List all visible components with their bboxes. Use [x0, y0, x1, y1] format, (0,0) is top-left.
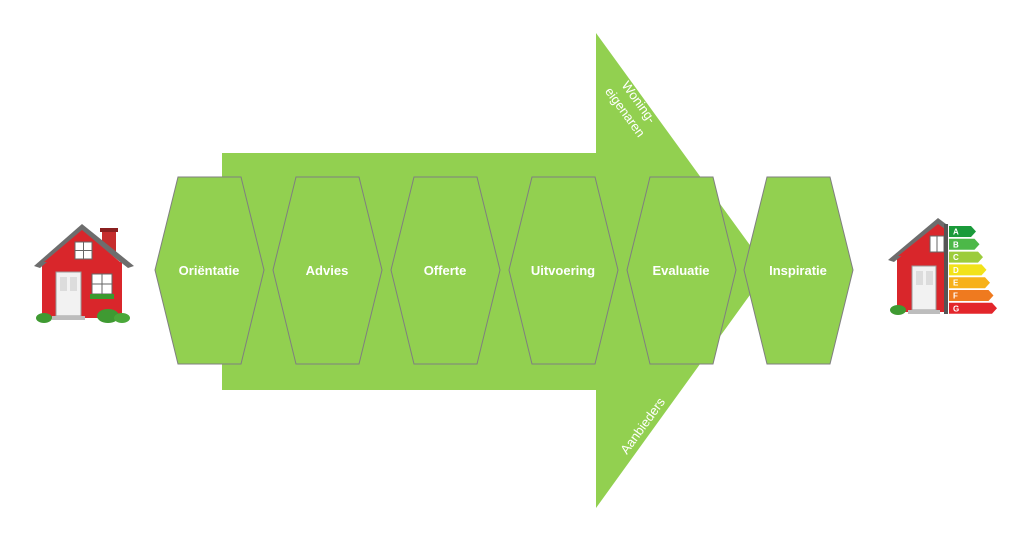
house-icon: [34, 224, 134, 323]
energy-class-f-letter: F: [953, 292, 958, 301]
step-offerte-label: Offerte: [424, 263, 467, 278]
step-evaluatie-label: Evaluatie: [652, 263, 709, 278]
energy-class-g-bar: [949, 302, 997, 314]
energy-class-b-bar: [949, 238, 980, 250]
step-inspiratie-label: Inspiratie: [769, 263, 827, 278]
step-offerte-hexagon: [390, 176, 501, 365]
energy-class-g-letter: G: [953, 304, 959, 313]
energy-class-e-letter: E: [953, 279, 959, 288]
energy-class-e-bar: [949, 277, 990, 289]
step-hexagons: Oriëntatie Advies Offerte Uitvoering Eva…: [154, 176, 854, 365]
energy-class-f-bar: [949, 290, 994, 301]
step-evaluatie-hexagon: [626, 176, 737, 365]
step-advies-hexagon: [272, 176, 383, 365]
energy-class-a-bar: [949, 226, 976, 237]
step-advies-label: Advies: [306, 263, 349, 278]
energy-class-d-bar: [949, 264, 987, 276]
energy-class-c-letter: C: [953, 253, 959, 262]
energy-class-d-letter: D: [953, 266, 959, 275]
energy-class-c-bar: [949, 251, 983, 263]
step-uitvoering-label: Uitvoering: [531, 263, 595, 278]
step-uitvoering-hexagon: [508, 176, 619, 365]
step-inspiratie-hexagon: [743, 176, 854, 365]
step-orientatie-label: Oriëntatie: [179, 263, 240, 278]
step-orientatie-hexagon: [154, 176, 265, 365]
energy-class-a-letter: A: [953, 228, 959, 237]
energy-class-b-letter: B: [953, 240, 959, 249]
